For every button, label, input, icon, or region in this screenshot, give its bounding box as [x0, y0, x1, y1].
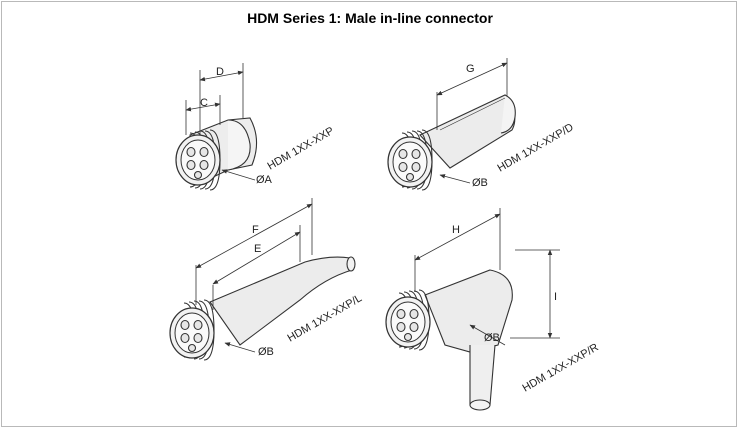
connector-hdm-1xx-xxp	[175, 63, 258, 191]
connector-hdm-1xx-xxp-l	[169, 198, 356, 361]
dim-label-h: H	[452, 224, 460, 236]
dim-label-g: G	[466, 63, 475, 75]
dim-label-f: F	[252, 224, 259, 236]
dim-label-c: C	[200, 97, 208, 109]
dim-label-d: D	[216, 66, 224, 78]
dim-label-e: E	[254, 243, 261, 255]
figure-title: HDM Series 1: Male in-line connector	[247, 10, 493, 26]
dim-label-ob-l: ØB	[258, 346, 274, 358]
dim-label-ob-r: ØB	[484, 332, 500, 344]
connector-hdm-1xx-xxp-d	[387, 58, 516, 191]
dim-label-ob-d: ØB	[472, 177, 488, 189]
dim-label-oa: ØA	[256, 174, 273, 186]
connector-hdm-1xx-xxp-r	[385, 208, 560, 411]
model-label-4: HDM 1XX-XXP/R	[521, 341, 601, 394]
model-label-1: HDM 1XX-XXP	[266, 125, 337, 173]
dim-label-i: I	[554, 291, 557, 303]
